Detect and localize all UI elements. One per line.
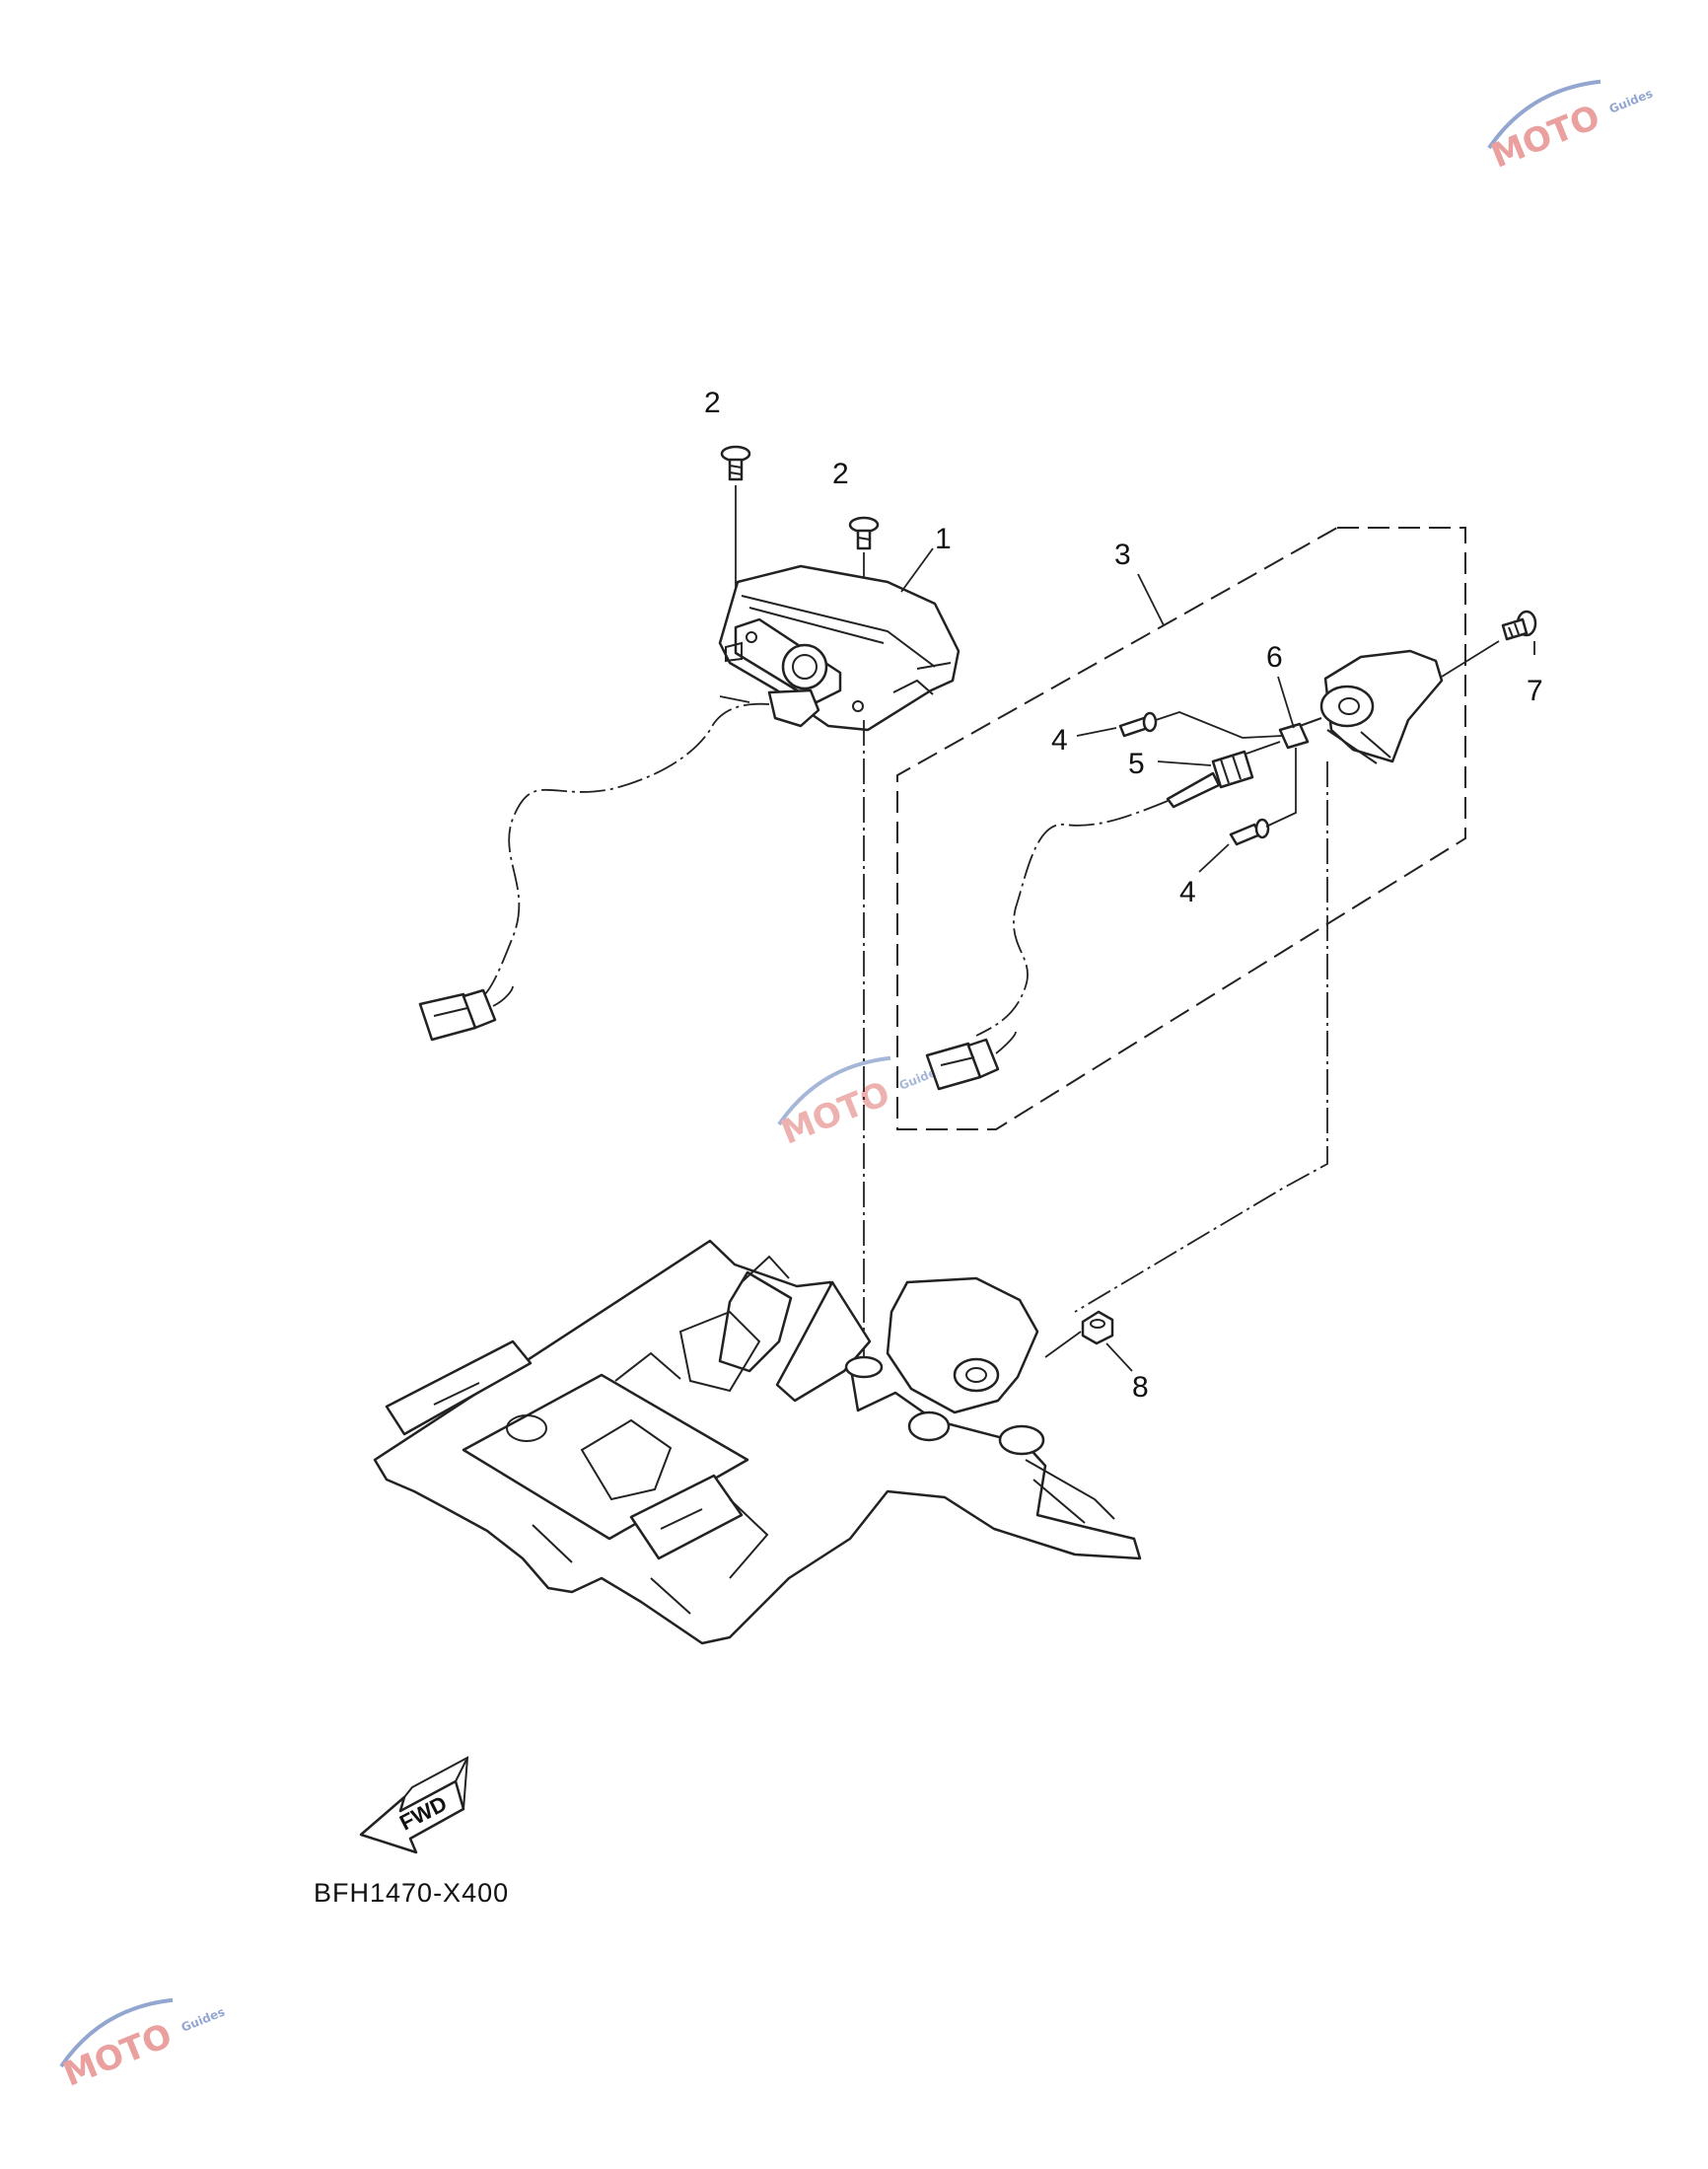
part1-lead-wire <box>482 702 770 997</box>
screw-4a <box>1118 711 1158 738</box>
screw-7-centerline <box>1441 640 1500 678</box>
diagram-reference-code: BFH1470-X400 <box>314 1878 510 1908</box>
callout-5: 5 <box>1128 748 1145 780</box>
watermark-top-right: MOTO Guides <box>1486 79 1655 177</box>
watermark-text: MOTO <box>1486 98 1605 177</box>
watermark-bottom-left: MOTO Guides <box>58 1997 227 2095</box>
callout-2a: 2 <box>704 387 721 419</box>
kit-boundary-3 <box>896 527 1466 1130</box>
callout-6: 6 <box>1266 641 1283 674</box>
part3-lead-wire <box>975 800 1169 1037</box>
callout-4a: 4 <box>1051 724 1068 757</box>
connector-part3 <box>925 1031 1017 1091</box>
watermark-subtext: Guides <box>179 2004 227 2034</box>
watermark-subtext: Guides <box>1607 86 1655 115</box>
callout-2b: 2 <box>832 458 849 490</box>
callout-7: 7 <box>1527 675 1543 707</box>
bulb-6 <box>1278 717 1322 750</box>
callout-leaders <box>900 547 1535 1372</box>
rear-frame <box>373 1239 1142 1645</box>
screw-2b <box>848 516 880 550</box>
screw-2a <box>720 445 751 481</box>
watermark-center: MOTO Guides <box>776 1055 945 1153</box>
watermark-text: MOTO <box>58 2016 178 2095</box>
screw-4b <box>1229 818 1270 846</box>
connector-part1 <box>418 985 514 1042</box>
watermark-text: MOTO <box>776 1074 895 1153</box>
callout-8: 8 <box>1132 1371 1149 1404</box>
callout-3: 3 <box>1114 539 1131 571</box>
license-light-assembly <box>718 564 961 732</box>
callout-1: 1 <box>935 523 952 555</box>
fwd-arrow-icon: FWD <box>359 1756 469 1854</box>
lamp-socket-housing <box>1319 649 1444 764</box>
nut-8 <box>1081 1310 1114 1345</box>
socket-5 <box>1166 741 1281 809</box>
callout-4b: 4 <box>1179 876 1196 908</box>
screw-7 <box>1501 610 1537 641</box>
housing-mount-line <box>1074 761 1328 1313</box>
